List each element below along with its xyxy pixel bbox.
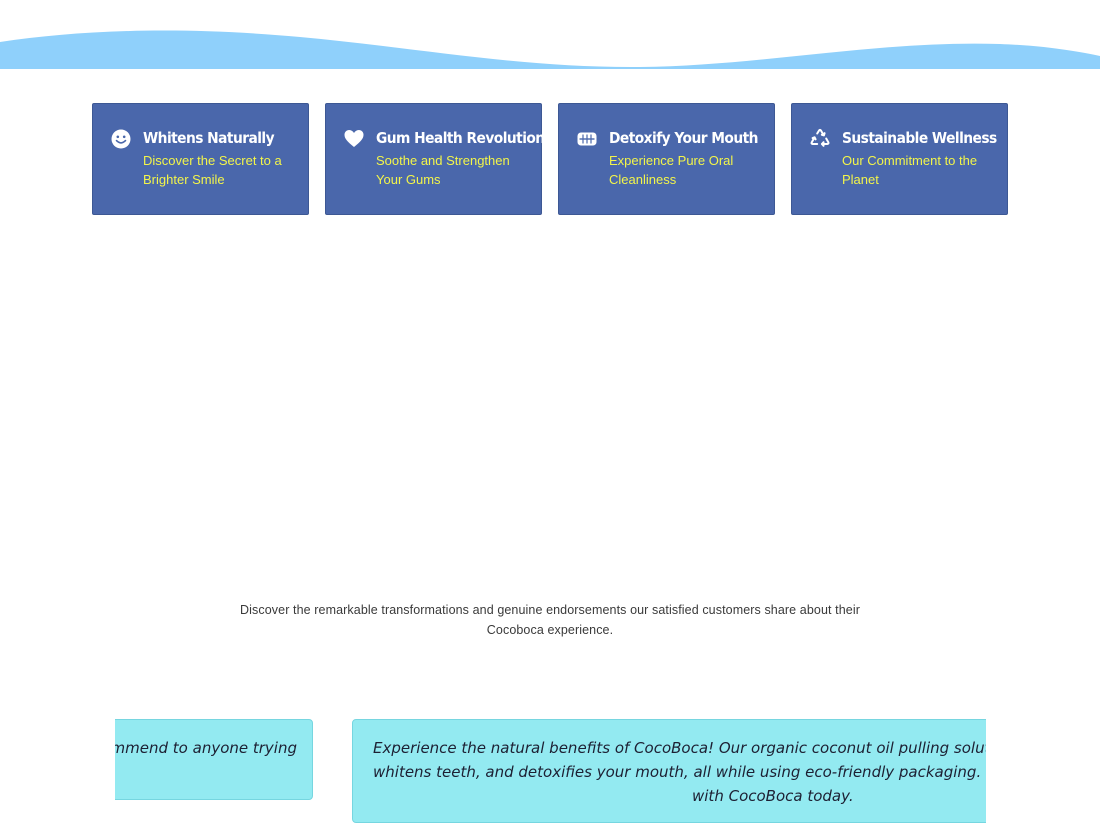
recycle-icon xyxy=(810,128,830,147)
testimonial-text: mmend to anyone trying xyxy=(115,739,297,757)
feature-subtitle: Discover the Secret to a Brighter Smile xyxy=(143,153,282,187)
testimonial-carousel[interactable]: mmend to anyone trying Experience the na… xyxy=(115,718,986,825)
feature-subtitle: Experience Pure Oral Cleanliness xyxy=(609,153,734,187)
testimonial-text-line: with CocoBoca today. xyxy=(692,787,854,805)
feature-card-gum-health: Gum Health Revolution Soothe and Strengt… xyxy=(325,103,545,215)
testimonial-card-previous[interactable]: mmend to anyone trying xyxy=(115,719,313,800)
feature-title: Sustainable Wellness xyxy=(842,129,997,147)
feature-subtitle: Soothe and Strengthen Your Gums xyxy=(376,153,510,187)
feature-subtitle: Our Commitment to the Planet xyxy=(842,153,978,187)
feature-card-sustainable: Sustainable Wellness Our Commitment to t… xyxy=(791,103,1008,215)
feature-card-whitens: Whitens Naturally Discover the Secret to… xyxy=(92,103,309,215)
teeth-icon xyxy=(577,132,597,146)
feature-title: Detoxify Your Mouth xyxy=(609,129,759,147)
smile-icon xyxy=(111,129,131,149)
testimonial-text-line: whitens teeth, and detoxifies your mouth… xyxy=(373,763,986,781)
feature-card-detoxify: Detoxify Your Mouth Experience Pure Oral… xyxy=(558,103,775,215)
decorative-wave xyxy=(0,30,1100,69)
heart-icon xyxy=(344,130,364,147)
feature-title: Whitens Naturally xyxy=(143,129,275,147)
feature-title: Gum Health Revolution xyxy=(376,129,545,147)
testimonials-intro-text: Discover the remarkable transformations … xyxy=(240,603,860,637)
testimonial-text-line: Experience the natural benefits of CocoB… xyxy=(373,739,986,757)
testimonial-card-current[interactable]: Experience the natural benefits of CocoB… xyxy=(352,719,986,823)
features-row: Whitens Naturally Discover the Secret to… xyxy=(92,103,1009,216)
